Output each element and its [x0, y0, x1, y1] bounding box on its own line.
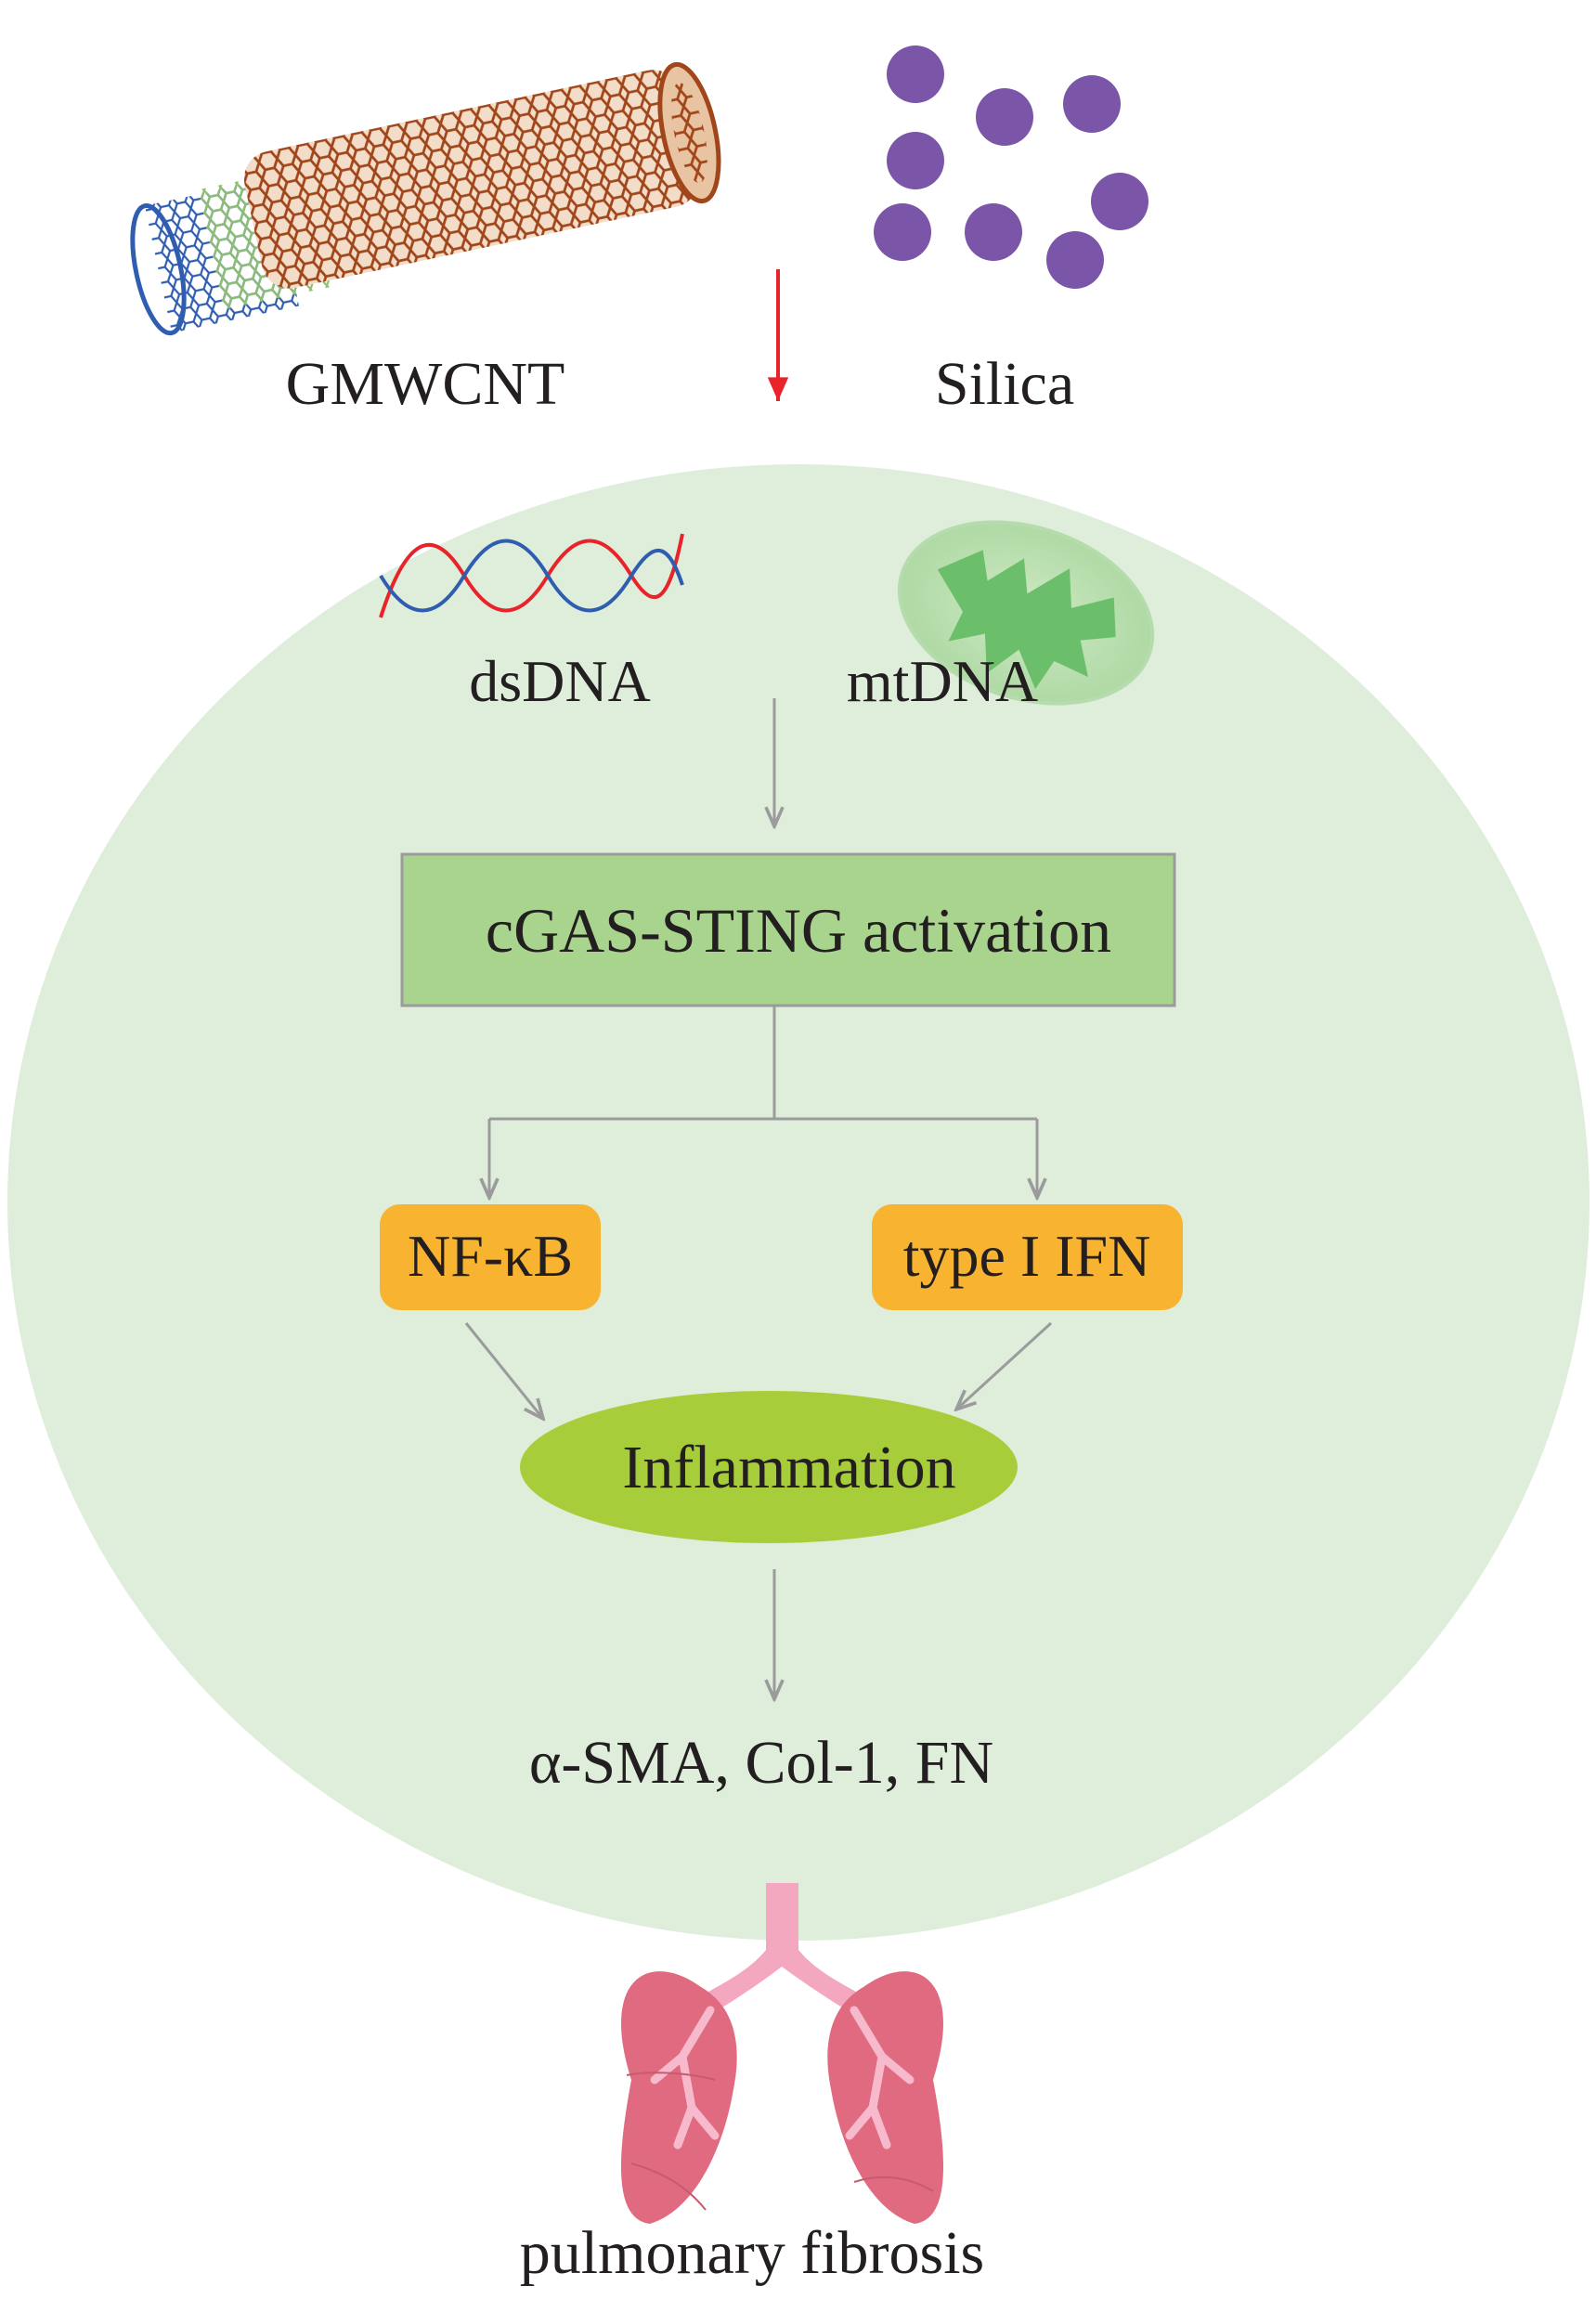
silica-particle: [874, 203, 931, 261]
nfkb-label: NF-κB: [408, 1223, 573, 1289]
dsdna-label: dsDNA: [469, 648, 651, 714]
dna-helix-icon: [379, 533, 684, 618]
silica-particle: [887, 132, 944, 189]
ifn-box: type I IFN: [872, 1204, 1183, 1310]
silica-particle: [1091, 173, 1148, 230]
branch-connector: [489, 1006, 1037, 1198]
ifn-label: type I IFN: [903, 1223, 1151, 1289]
lungs-icon: [620, 1883, 944, 2224]
silica-particle: [887, 45, 944, 103]
carbon-nanotube-icon: [130, 61, 721, 336]
activation-box: cGAS-STING activation: [400, 852, 1176, 1007]
silica-particle: [976, 88, 1033, 146]
silica-particle: [1046, 231, 1104, 289]
nfkb-to-inflammation-arrow: [464, 1322, 543, 1419]
inflammation-label: Inflammation: [622, 1434, 955, 1501]
silica-particle: [965, 203, 1022, 261]
nfkb-box: NF-κB: [380, 1204, 601, 1310]
ifn-to-inflammation-arrow: [956, 1321, 1053, 1409]
outcome-label: pulmonary fibrosis: [520, 2219, 984, 2287]
mitochondrion-icon: [897, 520, 1155, 706]
mtdna-label: mtDNA: [847, 648, 1038, 714]
silica-particles-icon: [874, 45, 1148, 289]
cell-body: [7, 464, 1590, 1941]
silica-label: Silica: [935, 350, 1074, 418]
nanotube-label: GMWCNT: [286, 350, 565, 418]
silica-particle: [1063, 75, 1121, 133]
activation-label: cGAS-STING activation: [486, 895, 1111, 966]
inflammation-ellipse: Inflammation: [520, 1391, 1018, 1543]
markers-label: α-SMA, Col-1, FN: [529, 1729, 993, 1797]
